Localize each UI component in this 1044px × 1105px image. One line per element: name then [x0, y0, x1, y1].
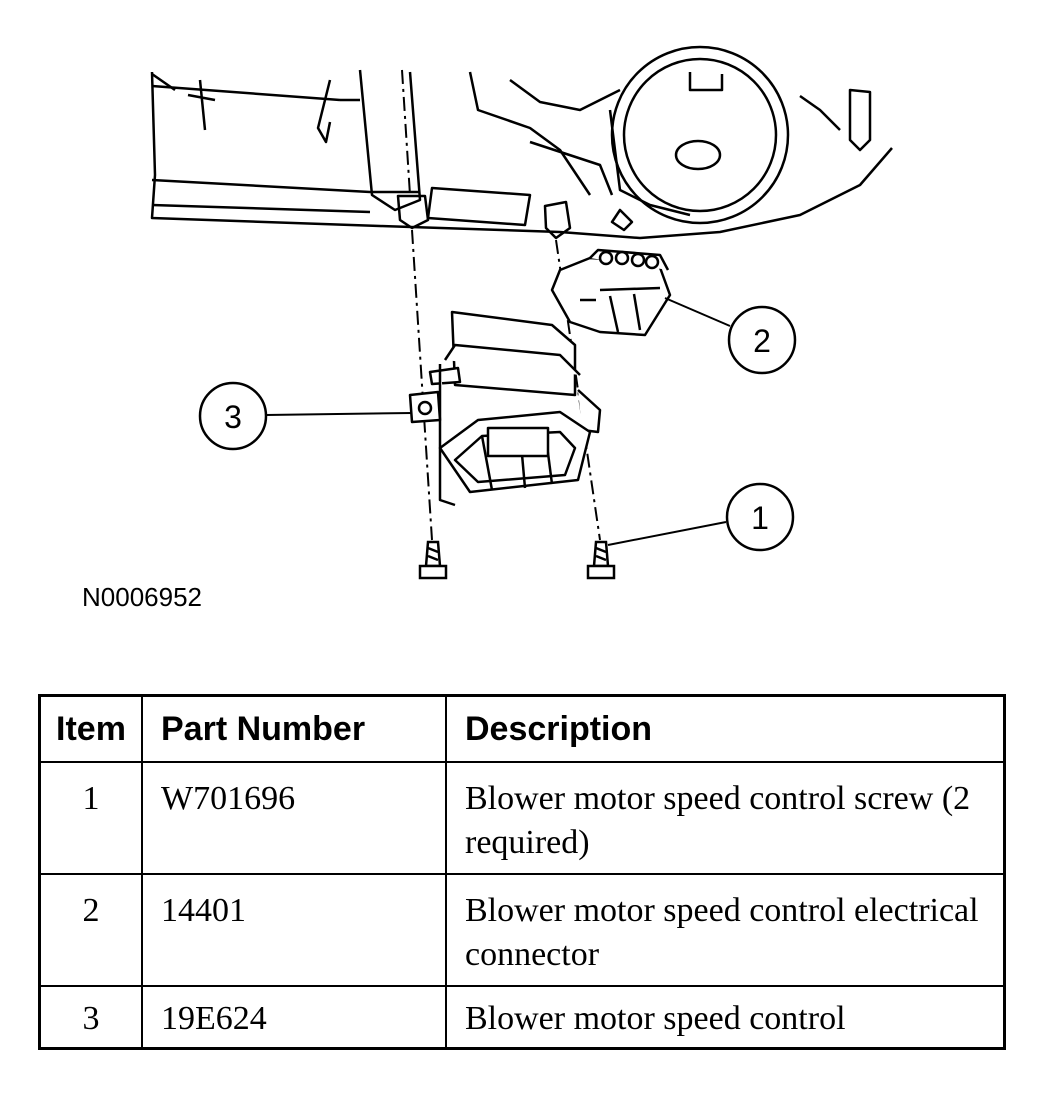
figure-id: N0006952 — [82, 582, 202, 612]
cell-item: 2 — [38, 873, 143, 987]
cell-description: Blower motor speed control screw (2 requ… — [445, 761, 1006, 875]
cell-description: Blower motor speed control — [445, 985, 1006, 1050]
speed-control-module — [408, 310, 602, 507]
callout-1: 1 — [607, 482, 795, 552]
callout-2-label: 2 — [753, 323, 771, 359]
callout-3-label: 3 — [224, 399, 242, 435]
header-item: Item — [38, 694, 143, 763]
table-row: 3 19E624 Blower motor speed control — [38, 985, 1006, 1050]
callout-2: 2 — [664, 297, 797, 375]
screw-right — [586, 540, 616, 580]
cell-description: Blower motor speed control electrical co… — [445, 873, 1006, 987]
cell-part-number: 19E624 — [141, 985, 447, 1050]
exploded-view-illustration: 1 2 3 — [150, 45, 893, 580]
header-part-number: Part Number — [141, 694, 447, 763]
instrument-panel-underside — [150, 45, 893, 240]
alignment-lines — [401, 69, 601, 541]
cell-part-number: W701696 — [141, 761, 447, 875]
cell-item: 1 — [38, 761, 143, 875]
callout-3: 3 — [198, 381, 413, 451]
table-row: 1 W701696 Blower motor speed control scr… — [38, 761, 1006, 875]
cell-item: 3 — [38, 985, 143, 1050]
table-row: 2 14401 Blower motor speed control elect… — [38, 873, 1006, 987]
electrical-connector — [550, 248, 672, 337]
parts-table: Item Part Number Description 1 W701696 B… — [38, 694, 1006, 1050]
callout-1-label: 1 — [751, 500, 769, 536]
cell-part-number: 14401 — [141, 873, 447, 987]
screw-left — [418, 540, 448, 580]
header-description: Description — [445, 694, 1006, 763]
table-header-row: Item Part Number Description — [38, 694, 1006, 763]
